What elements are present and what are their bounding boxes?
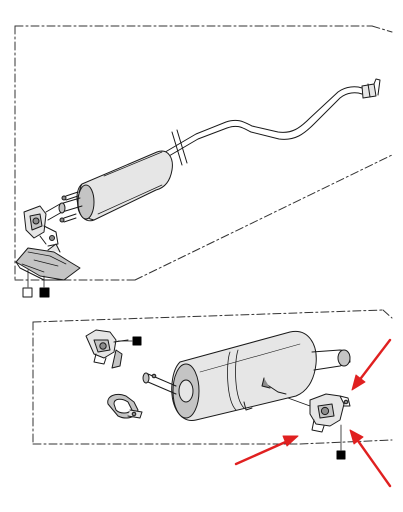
pipe-clamp	[107, 393, 143, 419]
filled-square-symbol	[39, 287, 50, 298]
front-mount-bracket	[23, 191, 79, 247]
heat-shield-bracket	[15, 243, 81, 281]
rear-hanger-bracket	[309, 393, 351, 433]
front-silencer	[45, 150, 173, 222]
hollow-square-symbol	[22, 287, 33, 298]
rear-bracket-leader-lines	[287, 397, 342, 451]
red-arrows	[234, 338, 392, 488]
rear-silencer	[142, 330, 351, 421]
rear-filled-square-symbol	[336, 450, 346, 460]
upper-group-frame	[14, 25, 393, 281]
front-exhaust-pipe	[154, 78, 381, 164]
upper-leader-lines	[27, 269, 45, 288]
pipe-break-mark	[171, 129, 188, 166]
hanger-filled-square-symbol	[132, 336, 142, 346]
hanger-bracket	[85, 329, 129, 369]
lower-group-frame	[32, 309, 393, 445]
arrow-lower-left	[234, 435, 299, 466]
arrow-lower-right	[349, 429, 392, 488]
arrow-upper-right	[351, 338, 392, 391]
